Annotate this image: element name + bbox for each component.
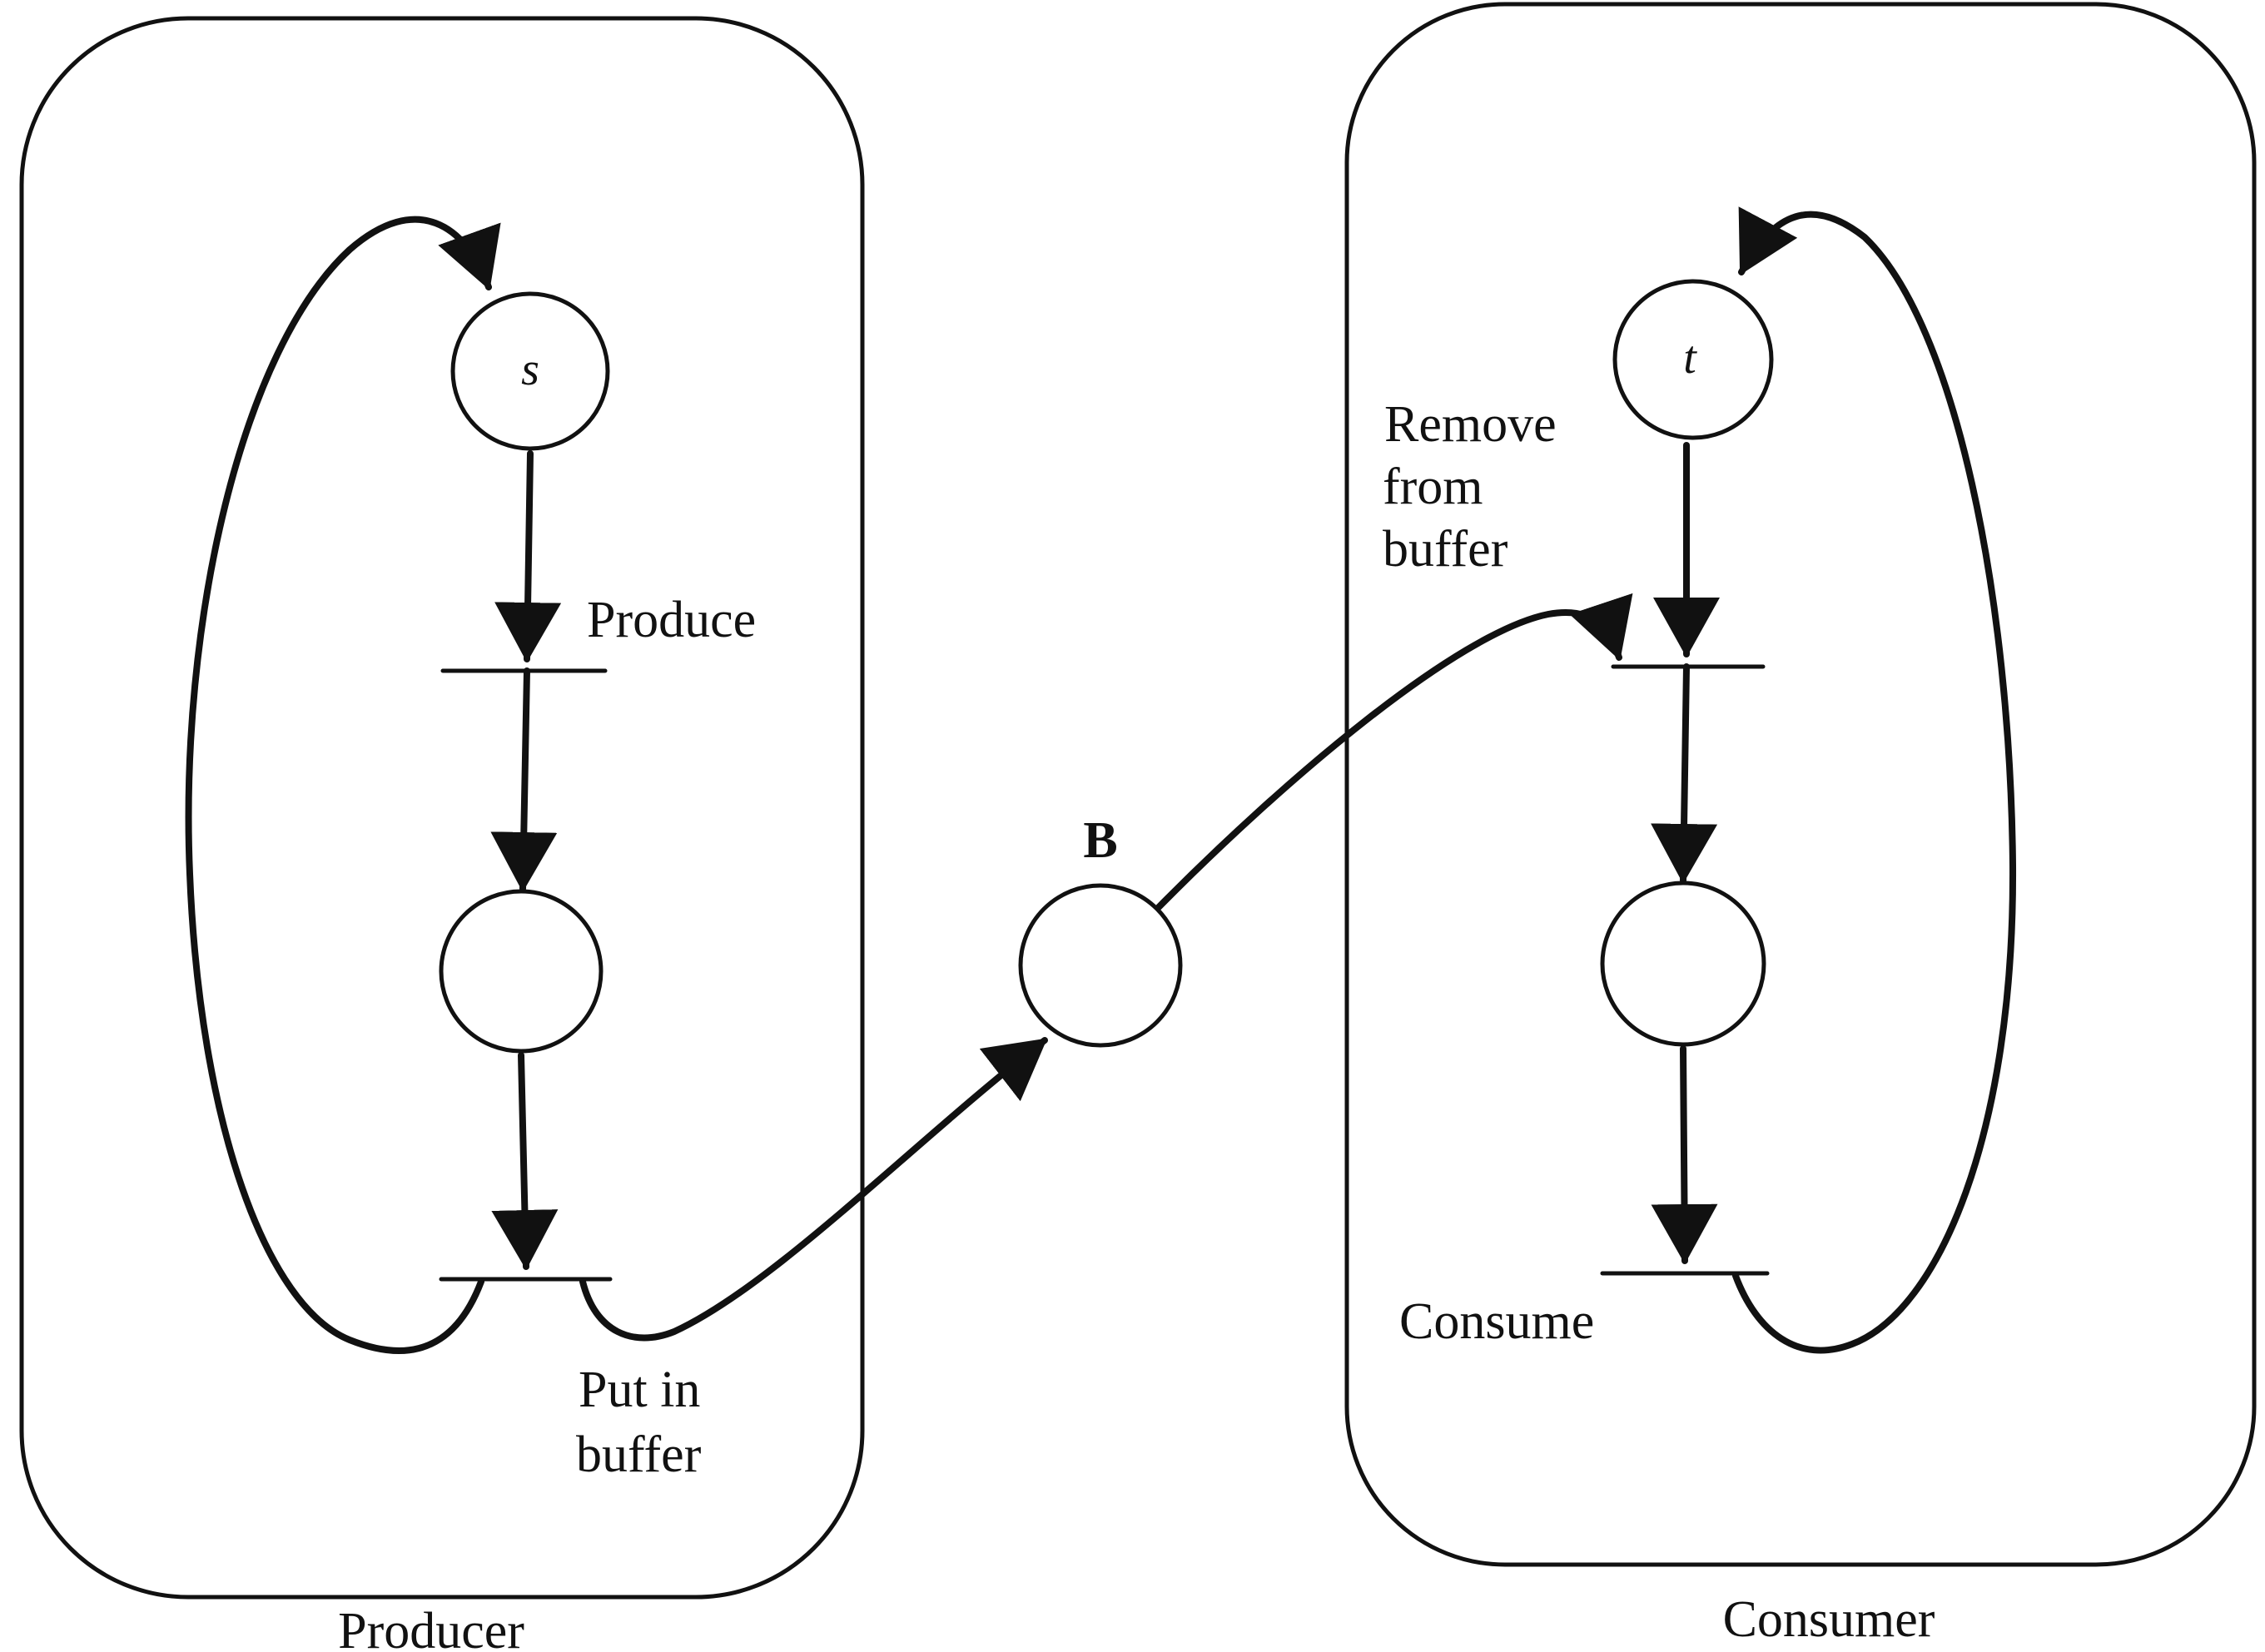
producer-place-ready	[439, 889, 604, 1054]
consumer-caption: Consumer	[1723, 1591, 1935, 1648]
producer-box	[19, 16, 865, 1600]
put-in-buffer-label-line2: buffer	[576, 1426, 702, 1483]
arc-consume-to-t	[1732, 206, 2017, 1354]
producer-place-s-label: s	[521, 344, 539, 395]
arc-put-to-s	[185, 216, 501, 1355]
arc-s-to-produce	[494, 450, 562, 662]
consumer-place-t-label: t	[1683, 332, 1697, 384]
producer-caption: Producer	[338, 1603, 524, 1652]
consumer-box	[1344, 2, 2257, 1567]
remove-label-line3: buffer	[1383, 521, 1508, 578]
consumer-place-item	[1600, 881, 1766, 1047]
arc-buffer-to-remove	[1155, 593, 1633, 910]
produce-label: Produce	[587, 592, 756, 648]
arc-place-to-put	[491, 1052, 559, 1270]
arc-place-to-consume	[1651, 1045, 1718, 1264]
put-in-buffer-label-line1: Put in	[579, 1362, 700, 1418]
arc-put-to-buffer	[579, 1037, 1048, 1342]
buffer-place-B	[1018, 883, 1183, 1048]
remove-label-line1: Remove	[1384, 396, 1557, 453]
consume-label: Consume	[1399, 1293, 1594, 1350]
arc-remove-to-place	[1651, 663, 1718, 884]
remove-label-line2: from	[1383, 459, 1483, 515]
consumer-place-t	[1612, 279, 1774, 440]
arc-produce-to-place	[490, 667, 558, 892]
buffer-label: B	[1083, 812, 1117, 869]
producer-place-s	[450, 291, 610, 451]
